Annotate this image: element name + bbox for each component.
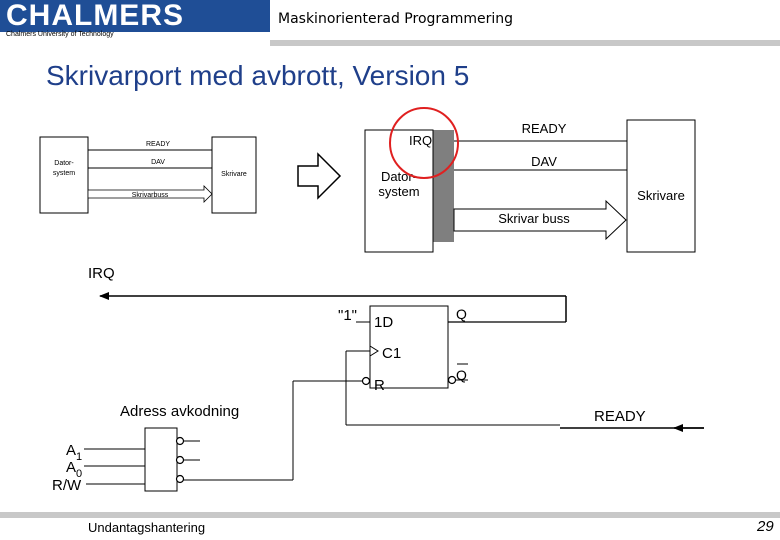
small-dav-label: DAV: [151, 159, 165, 166]
bus-arrow: [453, 199, 627, 241]
small-computer-label-1: Dator-: [54, 160, 74, 167]
qbar-output-label: Q: [456, 367, 467, 383]
qbar-inversion-circle: [447, 375, 457, 385]
q-output-label: Q: [456, 306, 467, 322]
d-input-label: 1D: [374, 314, 393, 331]
small-printer-box: [211, 136, 257, 214]
header-divider: [270, 40, 780, 46]
address-decoding-label: Adress avkodning: [120, 403, 239, 420]
logo-bar: [0, 0, 270, 32]
small-bus-arrow: [87, 185, 213, 203]
decoder-box: [144, 427, 178, 492]
logo-text: CHALMERS: [6, 0, 184, 32]
computer-shadow: [432, 130, 454, 242]
small-diagram: Dator- system Skrivare READY DAV Skrivar…: [39, 136, 257, 214]
big-bus-label: Skrivar buss: [498, 211, 570, 226]
reset-inversion-circle: [361, 376, 371, 386]
big-printer-label: Skrivare: [637, 188, 685, 203]
big-diagram: Dator- system Skrivare READY DAV Skrivar…: [364, 107, 696, 253]
big-ready-label: READY: [522, 121, 567, 136]
transition-arrow-icon: [297, 152, 342, 200]
big-computer-box: [364, 129, 434, 253]
big-computer-label-1: Dator-: [381, 169, 417, 184]
small-computer-label-2: system: [53, 170, 75, 177]
big-computer-label-2: system: [378, 184, 419, 199]
footer-text: Undantagshantering: [88, 520, 206, 535]
one-label: "1": [338, 307, 357, 324]
chalmers-logo: CHALMERS Chalmers University of Technolo…: [0, 0, 270, 40]
highlight-circle: [389, 107, 459, 179]
a0-label: A: [66, 459, 76, 476]
course-title: Maskinorienterad Programmering: [278, 11, 514, 27]
page-number: 29: [757, 518, 774, 535]
small-printer-label: Skrivare: [221, 171, 247, 178]
circuit-ready-label: READY: [594, 408, 646, 425]
clock-edge-icon: [369, 345, 379, 357]
decoder-inv-1-circle: [175, 436, 185, 446]
slide-title: Skrivarport med avbrott, Version 5: [46, 60, 470, 91]
a1-label: A: [66, 442, 76, 459]
decoder-inv-2-circle: [175, 455, 185, 465]
flip-flop-box: [369, 305, 449, 389]
big-irq-label: IRQ: [409, 133, 432, 148]
circuit-irq-label: IRQ: [88, 265, 115, 282]
circuit-diagram: IRQ "1" 1D Q C1 READY R Q Adress avkodni…: [52, 265, 704, 494]
big-dav-label: DAV: [531, 154, 557, 169]
small-bus-label: Skrivarbuss: [132, 192, 169, 199]
small-computer-box: [39, 136, 89, 214]
logo-subtext: Chalmers University of Technology: [6, 31, 114, 38]
clock-input-label: C1: [382, 345, 401, 362]
a1-subscript: 1: [76, 451, 82, 463]
a0-subscript: 0: [76, 468, 82, 480]
rw-label: R/W: [52, 477, 82, 494]
footer-divider: [0, 512, 780, 518]
reset-input-label: R: [374, 377, 385, 394]
big-printer-box: [626, 119, 696, 253]
small-ready-label: READY: [146, 141, 170, 148]
decoder-inv-3-circle: [175, 474, 185, 484]
